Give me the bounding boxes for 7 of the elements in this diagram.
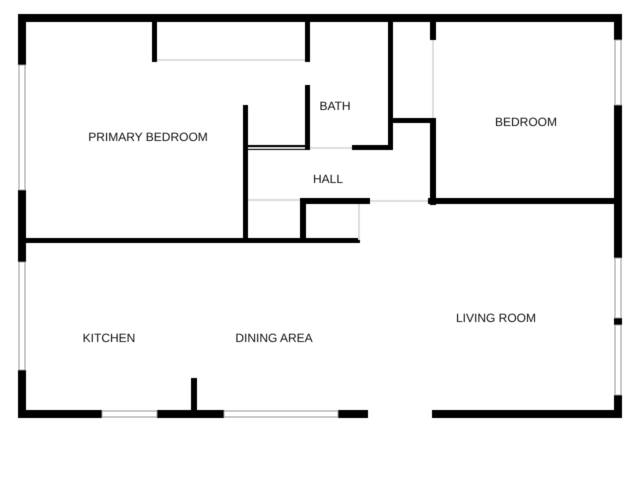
room-label: DINING AREA [235,331,313,345]
room-label: PRIMARY BEDROOM [88,130,208,144]
room-label: KITCHEN [82,331,136,345]
room-label: BATH [319,99,351,113]
room-label: BEDROOM [495,115,557,129]
room-label: LIVING ROOM [456,311,536,325]
room-label: HALL [312,172,344,186]
